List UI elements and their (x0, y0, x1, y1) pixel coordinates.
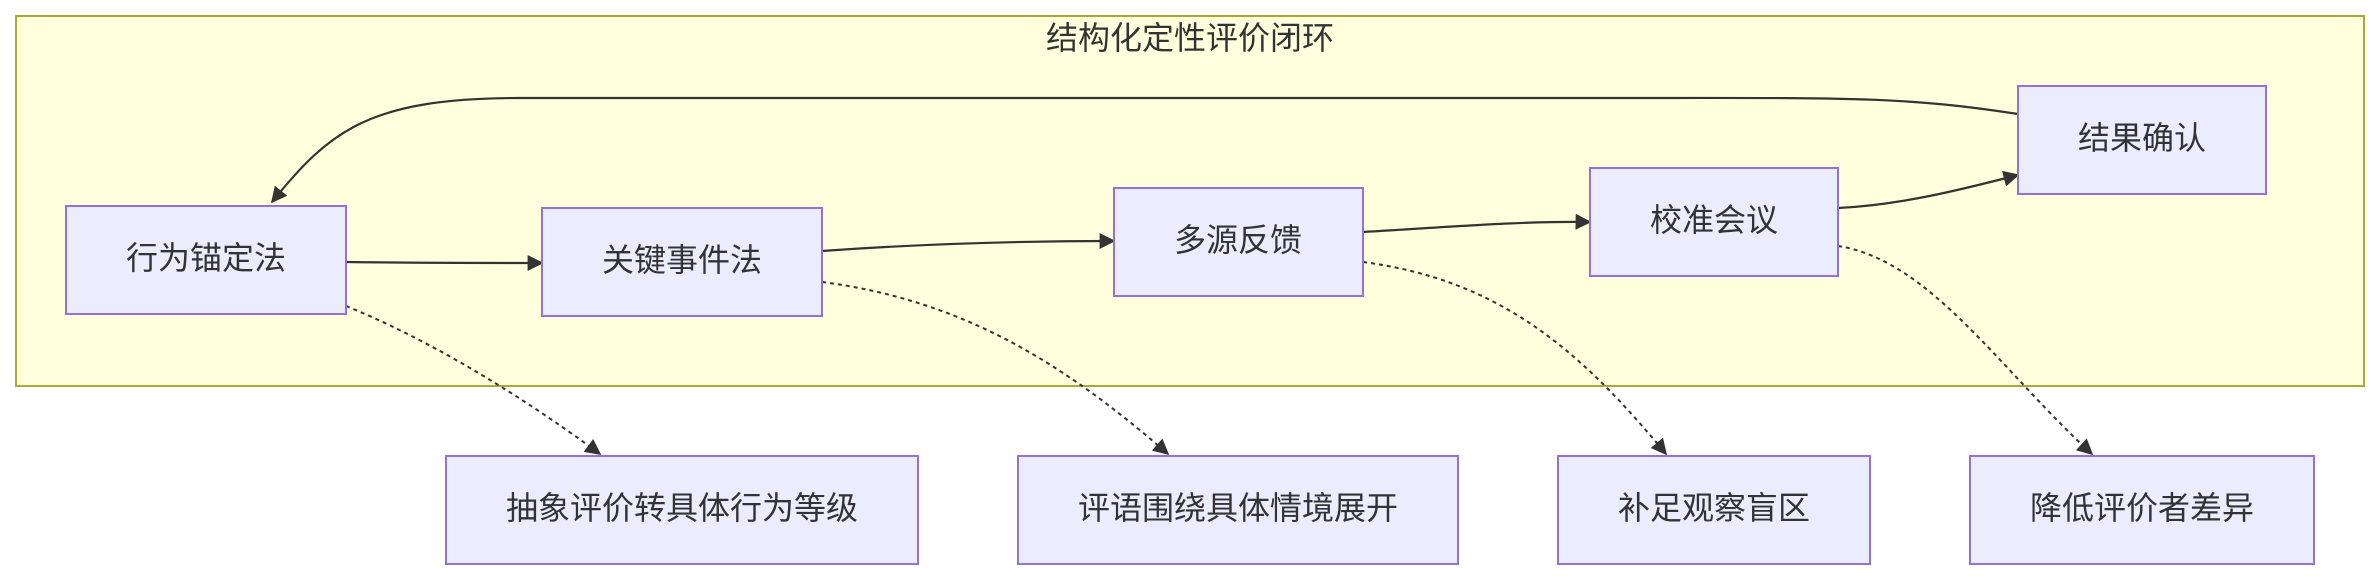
node-calibration: 校准会议 (1589, 167, 1839, 277)
edges (270, 96, 2094, 456)
node-label: 行为锚定法 (126, 239, 286, 277)
node-box (1557, 455, 1871, 565)
edge-result-to-behavior (270, 96, 2019, 204)
cluster-title: 结构化定性评价闭环 (1046, 19, 1334, 57)
node-box (1969, 455, 2315, 565)
node-label: 校准会议 (1650, 201, 1778, 239)
node-box (1017, 455, 1459, 565)
node-box (445, 455, 919, 565)
edge-behavior-to-incident (345, 254, 544, 271)
edge-multisource-to-calibration (1362, 213, 1592, 234)
node-label: 多源反馈 (1174, 221, 1302, 259)
node-result-confirm: 结果确认 (2017, 85, 2267, 195)
node-box (2017, 85, 2267, 195)
node-box (1113, 187, 1364, 297)
edge-calibration-to-result (1837, 170, 2020, 210)
edge-incident-to-multisource (821, 233, 1116, 253)
node-label: 补足观察盲区 (1618, 489, 1810, 527)
node-label: 结果确认 (2078, 119, 2206, 157)
node-fill-blind-spots: 补足观察盲区 (1557, 455, 1871, 565)
node-label: 关键事件法 (602, 241, 762, 279)
node-comments-context: 评语围绕具体情境展开 (1017, 455, 1459, 565)
node-label: 降低评价者差异 (2030, 489, 2254, 527)
node-behavior-anchor: 行为锚定法 (65, 205, 347, 315)
node-reduce-bias: 降低评价者差异 (1969, 455, 2315, 565)
node-box (1589, 167, 1839, 277)
node-box (541, 207, 823, 317)
node-critical-incident: 关键事件法 (541, 207, 823, 317)
edge-behavior-to-abstract (345, 305, 602, 455)
edge-incident-to-comments (821, 281, 1170, 456)
node-label: 抽象评价转具体行为等级 (506, 489, 858, 527)
node-abstract-to-behavior: 抽象评价转具体行为等级 (445, 455, 919, 565)
node-box (65, 205, 347, 315)
node-label: 评语围绕具体情境展开 (1078, 489, 1398, 527)
node-multi-source: 多源反馈 (1113, 187, 1364, 297)
